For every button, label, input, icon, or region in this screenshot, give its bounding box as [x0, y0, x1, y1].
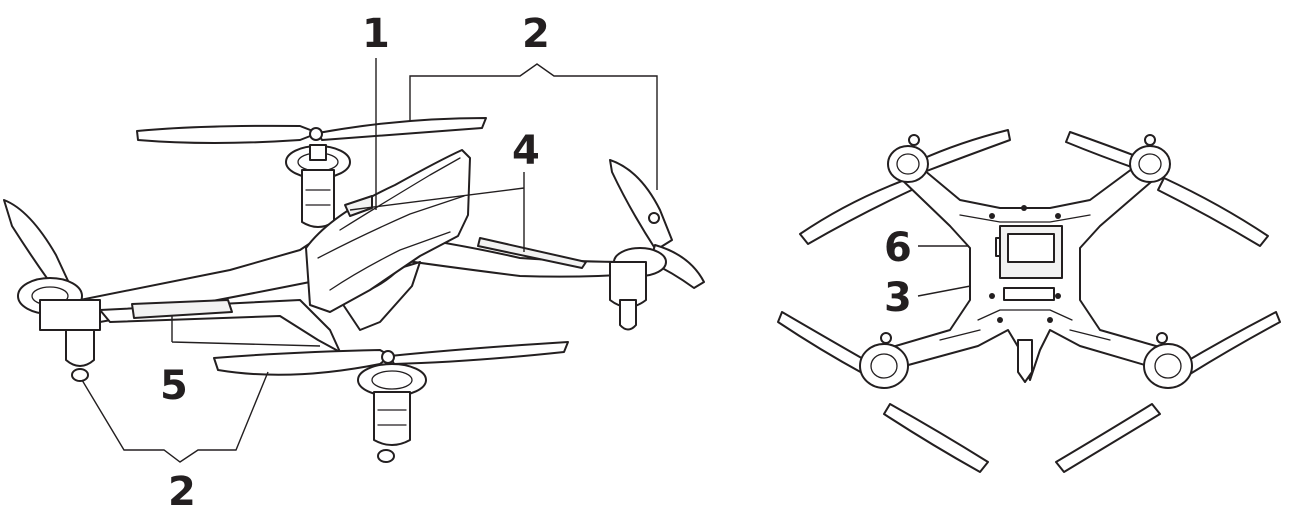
motor-bottom-bl — [859, 332, 909, 389]
propeller-front-right — [609, 159, 705, 331]
drone-top-view — [3, 58, 1003, 463]
leader-2-bottom — [81, 371, 269, 463]
callout-4: 4 — [512, 128, 540, 174]
motor-bottom-tr — [1129, 134, 1171, 183]
tail-skid — [1017, 339, 1033, 383]
blade-bottom-br2 — [1181, 311, 1281, 375]
blade-bottom-bl2 — [883, 403, 989, 473]
screws — [989, 205, 1061, 323]
callout-1: 1 — [362, 11, 390, 57]
propeller-front — [213, 341, 569, 463]
motor-back-left — [285, 144, 351, 228]
callout-2-top: 2 — [522, 11, 550, 57]
leader-4 — [349, 172, 525, 252]
motor-bottom-tl — [887, 134, 929, 183]
motor-bottom-br — [1143, 332, 1193, 389]
drone-bottom-view — [777, 129, 1281, 473]
fuselage-canopy — [305, 149, 471, 313]
callout-3: 3 — [884, 275, 912, 321]
callout-6: 6 — [884, 225, 912, 271]
blade-bottom-tr2 — [1157, 177, 1269, 247]
blade-bottom-bl — [777, 311, 873, 375]
propeller-front-left — [3, 199, 101, 382]
blade-bottom-tl2 — [919, 129, 1011, 173]
callout-2-bottom: 2 — [168, 469, 196, 515]
propeller-back-left — [136, 117, 487, 144]
leader-5 — [171, 316, 321, 347]
callout-5: 5 — [160, 363, 188, 409]
leader-2-top — [409, 63, 658, 190]
blade-bottom-br — [1055, 403, 1161, 473]
